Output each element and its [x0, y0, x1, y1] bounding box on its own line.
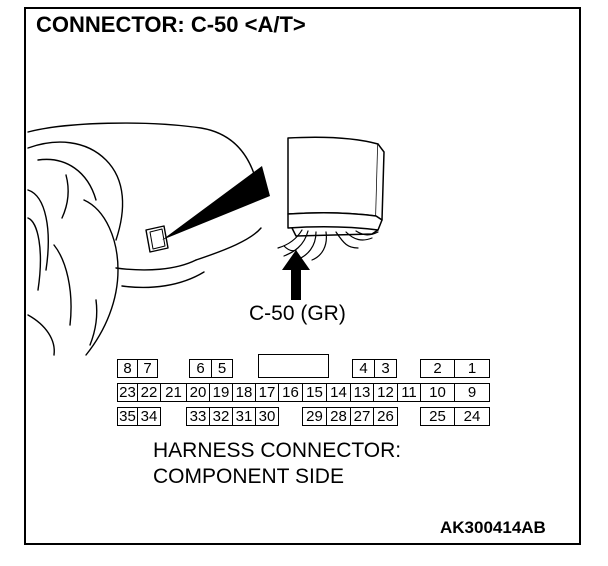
pin-cell: 17: [255, 383, 279, 402]
pin-cell: 27: [350, 407, 374, 426]
pin-cell: 31: [232, 407, 256, 426]
connector-pin-grid: 8 7 6 5 4 3 2 1 23 22 21 20 19 18 17 16 …: [117, 354, 493, 427]
pin-cell: 30: [255, 407, 279, 426]
figure-frame: [24, 7, 581, 545]
diagram-title: CONNECTOR: C-50 <A/T>: [36, 12, 306, 37]
pin-cell: 3: [374, 359, 397, 378]
pin-cell: 34: [137, 407, 161, 426]
pin-cell: 29: [302, 407, 327, 426]
connector-callout: C-50 (GR): [249, 302, 346, 325]
pin-cell: 24: [454, 407, 490, 426]
pin-cell: 25: [420, 407, 455, 426]
pin-cell: 28: [326, 407, 351, 426]
pin-cell: 4: [352, 359, 375, 378]
dashboard-illustration: [27, 122, 385, 356]
connector-key-block: [258, 354, 329, 378]
pin-cell: 15: [302, 383, 327, 402]
pin-cell: 19: [209, 383, 233, 402]
pin-cell: 22: [137, 383, 161, 402]
pin-cell: 18: [232, 383, 256, 402]
pin-cell: 5: [211, 359, 233, 378]
pin-cell: 6: [189, 359, 212, 378]
pin-cell: 10: [420, 383, 455, 402]
pin-cell: 14: [326, 383, 351, 402]
pin-cell: 9: [454, 383, 490, 402]
pin-cell: 16: [278, 383, 303, 402]
pin-cell: 11: [397, 383, 421, 402]
pin-cell: 1: [454, 359, 490, 378]
pin-cell: 8: [117, 359, 138, 378]
pin-cell: 26: [373, 407, 398, 426]
pin-cell: 35: [117, 407, 138, 426]
pin-cell: 12: [373, 383, 398, 402]
figure-code: AK300414AB: [440, 518, 546, 537]
pin-cell: 32: [209, 407, 233, 426]
pin-cell: 23: [117, 383, 138, 402]
pin-cell: 2: [420, 359, 455, 378]
pin-cell: 21: [160, 383, 187, 402]
pin-cell: 13: [350, 383, 374, 402]
pin-cell: 7: [137, 359, 158, 378]
pin-cell: 33: [186, 407, 210, 426]
harness-label-line2: COMPONENT SIDE: [153, 465, 344, 488]
harness-connector-label: HARNESS CONNECTOR: COMPONENT SIDE: [153, 438, 401, 490]
pin-cell: 20: [186, 383, 210, 402]
harness-label-line1: HARNESS CONNECTOR:: [153, 439, 402, 462]
